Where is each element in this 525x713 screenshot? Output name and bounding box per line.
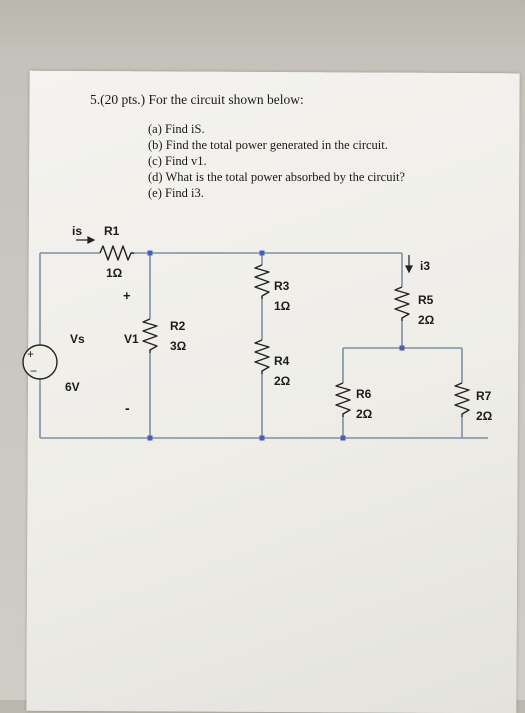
node bbox=[147, 435, 153, 441]
r7-value: 2Ω bbox=[476, 409, 493, 423]
r1-name: R1 bbox=[104, 224, 120, 238]
is-label: is bbox=[72, 224, 82, 238]
r2-name: R2 bbox=[170, 319, 186, 333]
v1-plus-sign: + bbox=[123, 288, 131, 303]
i3-arrow-icon bbox=[405, 255, 413, 274]
r3-value: 1Ω bbox=[274, 299, 291, 313]
resistor-r6 bbox=[335, 382, 351, 417]
node bbox=[259, 435, 265, 441]
question-a: (a) Find iS. bbox=[148, 122, 205, 136]
source-minus-sign: − bbox=[30, 364, 37, 378]
question-e: (e) Find i3. bbox=[148, 186, 204, 200]
question-b: (b) Find the total power generated in th… bbox=[148, 138, 388, 152]
circuit-nodes bbox=[147, 250, 405, 441]
r6-value: 2Ω bbox=[356, 407, 373, 421]
vs-label: Vs bbox=[70, 332, 85, 346]
r4-name: R4 bbox=[274, 354, 290, 368]
resistor-r1 bbox=[99, 245, 134, 261]
r2-value: 3Ω bbox=[170, 339, 187, 353]
v1-minus-sign: - bbox=[125, 400, 130, 416]
is-arrow-icon bbox=[76, 236, 96, 244]
node bbox=[399, 345, 405, 351]
r7-name: R7 bbox=[476, 389, 492, 403]
resistor-r7 bbox=[454, 382, 470, 417]
resistor-r5 bbox=[394, 286, 410, 321]
r5-name: R5 bbox=[418, 293, 434, 307]
voltage-source-vs: + − bbox=[22, 344, 58, 380]
node bbox=[147, 250, 153, 256]
i3-label: i3 bbox=[420, 259, 430, 273]
resistor-r3 bbox=[254, 264, 270, 299]
problem-title: 5.(20 pts.) For the circuit shown below: bbox=[90, 92, 304, 107]
r4-value: 2Ω bbox=[274, 374, 291, 388]
node bbox=[259, 250, 265, 256]
source-plus-sign: + bbox=[27, 347, 34, 361]
r5-value: 2Ω bbox=[418, 313, 435, 327]
r6-name: R6 bbox=[356, 387, 372, 401]
node bbox=[340, 435, 346, 441]
r3-name: R3 bbox=[274, 279, 290, 293]
question-c: (c) Find v1. bbox=[148, 154, 207, 168]
question-d: (d) What is the total power absorbed by … bbox=[148, 170, 405, 184]
r1-value: 1Ω bbox=[106, 266, 123, 280]
v1-label: V1 bbox=[124, 332, 139, 346]
resistor-r2 bbox=[142, 318, 158, 353]
vs-value: 6V bbox=[65, 380, 80, 394]
resistor-r4 bbox=[254, 339, 270, 374]
